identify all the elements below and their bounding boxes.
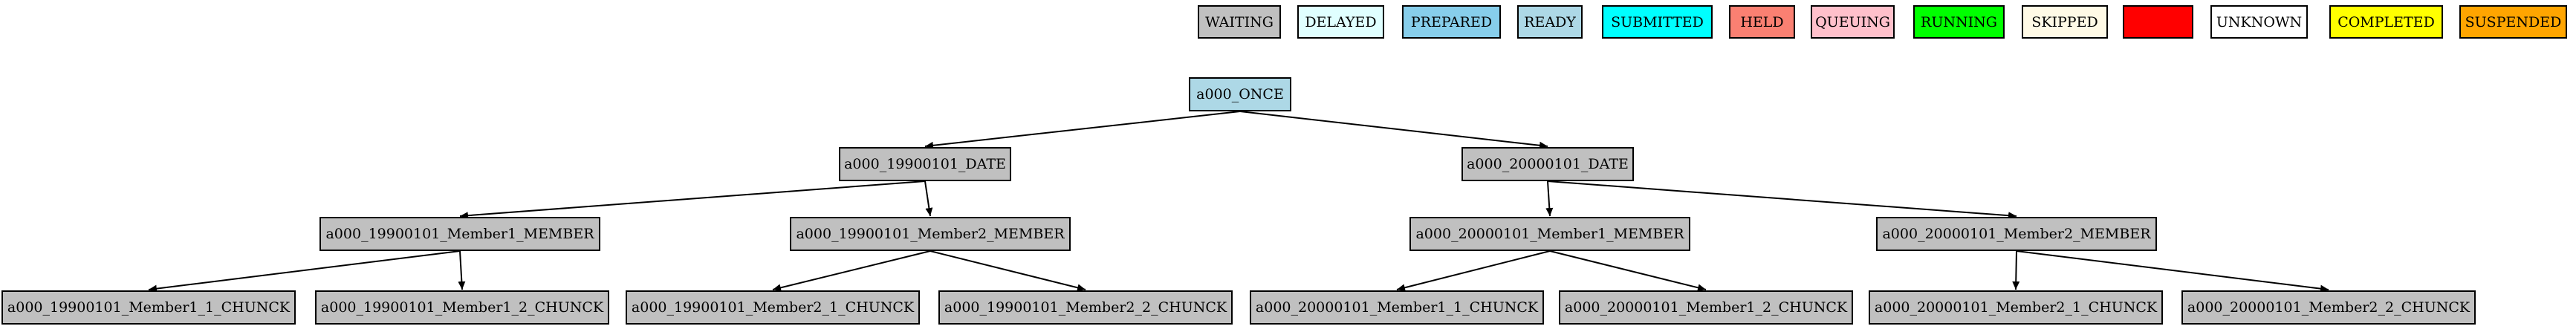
legend-item-unknown: UNKNOWN [2210,5,2308,39]
legend-item-queuing: QUEUING [1811,5,1895,39]
edge-a000_ONCE-to-d2000 [1239,111,1548,149]
edge-d1990-to-m1990_2 [924,180,933,217]
legend-item-submitted: SUBMITTED [1602,5,1713,39]
task-node-c1990-2-1[interactable]: a000_19900101_Member2_1_CHUNCK [626,290,920,325]
legend-item-prepared: PREPARED [1402,5,1501,39]
task-node-d2000[interactable]: a000_20000101_DATE [1461,147,1634,181]
legend-item-skipped: SKIPPED [2022,5,2108,39]
task-node-m2000-2[interactable]: a000_20000101_Member2_MEMBER [1876,217,2157,251]
edge-m1990_1-to-c1990_1_2 [458,250,466,290]
task-node-c2000-2-1[interactable]: a000_20000101_Member2_1_CHUNCK [1869,290,2163,325]
legend-item-held: HELD [1729,5,1795,39]
task-node-a000-once[interactable]: a000_ONCE [1189,77,1291,111]
task-node-m1990-2[interactable]: a000_19900101_Member2_MEMBER [790,217,1071,251]
task-node-c2000-2-2[interactable]: a000_20000101_Member2_2_CHUNCK [2181,290,2476,325]
legend-item-failed: FAILED [2123,5,2193,39]
edge-a000_ONCE-to-d1990 [924,111,1241,149]
legend-item-running: RUNNING [1913,5,2005,39]
edge-m2000_2-to-c2000_2_2 [2016,250,2329,293]
legend-item-delayed: DELAYED [1297,5,1384,39]
legend-item-ready: READY [1517,5,1583,39]
legend-item-waiting: WAITING [1198,5,1281,39]
task-node-c2000-1-1[interactable]: a000_20000101_Member1_1_CHUNCK [1250,290,1544,325]
edge-m1990_2-to-c1990_2_2 [929,250,1086,292]
task-node-c1990-2-2[interactable]: a000_19900101_Member2_2_CHUNCK [938,290,1233,325]
edge-d2000-to-m2000_2 [1547,180,2017,220]
task-node-c2000-1-2[interactable]: a000_20000101_Member1_2_CHUNCK [1559,290,1853,325]
edge-m2000_1-to-c2000_1_2 [1549,250,1707,292]
legend-item-completed: COMPLETED [2329,5,2443,39]
task-node-d1990[interactable]: a000_19900101_DATE [839,147,1011,181]
task-node-c1990-1-2[interactable]: a000_19900101_Member1_2_CHUNCK [315,290,609,325]
edge-m2000_2-to-c2000_2_1 [2012,250,2020,290]
task-node-m2000-1[interactable]: a000_20000101_Member1_MEMBER [1409,217,1690,251]
edge-m2000_1-to-c2000_1_1 [1396,250,1551,292]
task-node-m1990-1[interactable]: a000_19900101_Member1_MEMBER [319,217,600,251]
legend-item-suspended: SUSPENDED [2459,5,2567,39]
edge-d2000-to-m2000_1 [1545,180,1554,217]
task-node-c1990-1-1[interactable]: a000_19900101_Member1_1_CHUNCK [1,290,296,325]
edge-m1990_2-to-c1990_2_1 [772,250,931,292]
edge-m1990_1-to-c1990_1_1 [148,250,461,293]
edge-d1990-to-m1990_1 [459,180,926,220]
